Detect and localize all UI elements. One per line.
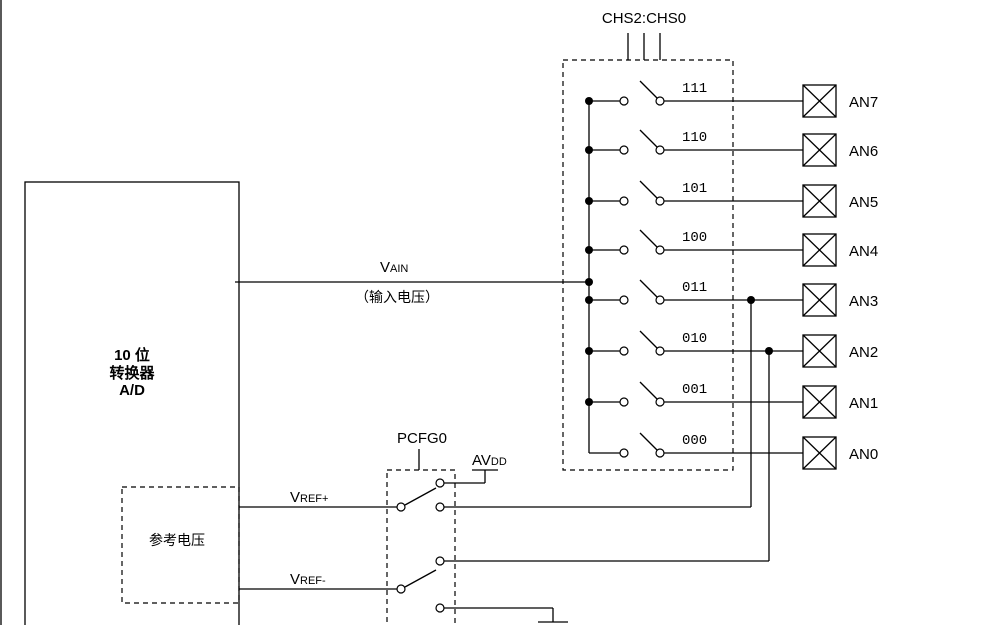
switch-contact — [655, 245, 665, 255]
channel-select-code: 001 — [682, 382, 707, 398]
adc-label-line2: 转换器 — [109, 364, 155, 382]
vref-plus-switch-arm — [404, 487, 437, 506]
channel-mux-box — [562, 59, 734, 471]
channel-select-code: 011 — [682, 280, 707, 296]
pin-label: AN7 — [849, 94, 878, 111]
channel-select-code: 010 — [682, 331, 707, 347]
pin-label: AN5 — [849, 194, 878, 211]
channel-select-code: 101 — [682, 181, 707, 197]
switch-contact — [655, 397, 665, 407]
vss-contact — [435, 603, 445, 613]
pin-pad-cross — [802, 233, 837, 267]
channel-select-code: 000 — [682, 433, 707, 449]
switch-arm — [639, 279, 658, 298]
pin-pad-cross — [802, 436, 837, 470]
pin-label: AN1 — [849, 395, 878, 412]
adc-label-line3: A/D — [119, 382, 145, 399]
switch-contact — [619, 448, 629, 458]
reference-voltage-label: 参考电压 — [149, 532, 205, 549]
an3-tap-junction — [747, 296, 755, 304]
channel-select-code: 100 — [682, 230, 707, 246]
switch-contact — [655, 196, 665, 206]
switch-contact — [655, 295, 665, 305]
chs-label: CHS2:CHS0 — [602, 10, 686, 27]
switch-contact — [655, 346, 665, 356]
switch-contact — [619, 245, 629, 255]
pin-pad-cross — [802, 283, 837, 317]
vref-minus-ext-contact — [435, 556, 445, 566]
switch-arm — [639, 432, 658, 451]
vref-plus-ext-contact — [435, 502, 445, 512]
vain-label: VAIN — [380, 259, 408, 276]
bus-junction — [585, 278, 593, 286]
pcfg-label: PCFG0 — [397, 430, 447, 447]
pin-pad-cross — [802, 184, 837, 218]
adc-label-line1: 10 位 — [114, 346, 150, 364]
avdd-label: AVDD — [472, 452, 507, 469]
channel-select-code: 110 — [682, 130, 707, 146]
channel-select-code: 111 — [682, 81, 707, 97]
pin-label: AN4 — [849, 243, 878, 260]
switch-arm — [639, 129, 658, 148]
switch-contact — [655, 96, 665, 106]
switch-contact — [655, 145, 665, 155]
vref-plus-switch-pole — [396, 502, 406, 512]
pin-pad-cross — [802, 334, 837, 368]
pin-pad-cross — [802, 84, 837, 118]
vref-minus-switch-pole — [396, 584, 406, 594]
switch-contact — [619, 196, 629, 206]
avdd-contact — [435, 478, 445, 488]
pin-label: AN2 — [849, 344, 878, 361]
switch-contact — [619, 96, 629, 106]
switch-contact — [619, 145, 629, 155]
pin-label: AN6 — [849, 143, 878, 160]
pin-label: AN0 — [849, 446, 878, 463]
switch-arm — [639, 330, 658, 349]
switch-contact — [619, 295, 629, 305]
pcfg-switch-box — [386, 469, 456, 625]
pin-pad-cross — [802, 133, 837, 167]
switch-contact — [655, 448, 665, 458]
an2-tap-junction — [765, 347, 773, 355]
vref-minus-label: VREF- — [290, 571, 326, 588]
switch-arm — [639, 180, 658, 199]
pin-pad-cross — [802, 385, 837, 419]
adc-box — [24, 181, 240, 625]
reference-voltage-box — [121, 486, 240, 604]
vain-description: （输入电压） — [355, 290, 439, 306]
switch-arm — [639, 229, 658, 248]
vref-minus-switch-arm — [404, 569, 437, 588]
vref-plus-label: VREF+ — [290, 489, 328, 506]
switch-contact — [619, 346, 629, 356]
switch-arm — [639, 80, 658, 99]
switch-contact — [619, 397, 629, 407]
pin-label: AN3 — [849, 293, 878, 310]
switch-arm — [639, 381, 658, 400]
